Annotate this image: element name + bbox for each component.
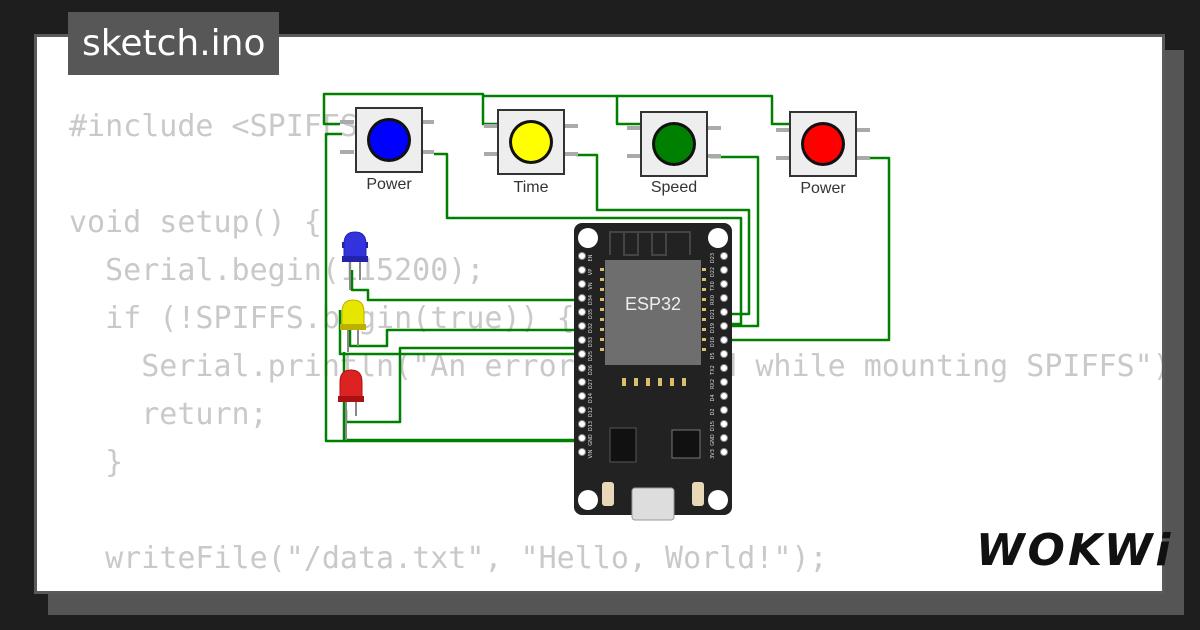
pushbutton-time-yellow[interactable]: Time: [484, 109, 578, 196]
pushbutton-speed-green[interactable]: Speed: [627, 111, 721, 196]
pin-label: D23: [710, 253, 716, 263]
code-line: }: [69, 445, 124, 480]
usb-chip: [671, 429, 701, 459]
button-label: Power: [366, 176, 412, 193]
mounting-hole: [578, 228, 598, 248]
esp32-board[interactable]: ESP32 EN: [574, 223, 732, 521]
pin-label: TX0: [710, 281, 716, 292]
pin-label: RX2: [710, 379, 716, 389]
pin-label: D4: [710, 394, 716, 401]
button-cap: [512, 123, 550, 161]
pin-label: D15: [710, 421, 716, 431]
pushbutton-power-red[interactable]: Power: [776, 111, 870, 197]
pushbutton-power-blue[interactable]: Power: [340, 107, 434, 193]
pin-label: D13: [588, 421, 594, 431]
code-line: return;: [69, 397, 268, 432]
pin-label: RX0: [710, 295, 716, 305]
led-yellow[interactable]: [340, 299, 366, 352]
pin-label: D26: [588, 365, 594, 375]
wire: [710, 155, 760, 328]
chip-label: ESP32: [625, 294, 681, 314]
wire: [350, 270, 586, 302]
pin-label: VIN: [588, 449, 594, 458]
mounting-hole: [578, 490, 598, 510]
pin-label: D35: [588, 309, 594, 319]
left-pin-labels: EN VP VN D34 D35 D32 D33 D25 D26 D27 D14…: [588, 254, 594, 458]
pin-label: D27: [588, 379, 594, 389]
pin-label: EN: [588, 254, 594, 261]
led-red[interactable]: [338, 369, 364, 440]
button-label: Speed: [651, 179, 697, 196]
reset-button: [602, 482, 614, 506]
button-cap: [804, 125, 842, 163]
mounting-hole: [708, 490, 728, 510]
pin-label: D34: [588, 295, 594, 305]
button-label: Power: [800, 180, 846, 197]
wire: [721, 156, 891, 342]
wire: [344, 346, 586, 424]
pin-label: D19: [710, 323, 716, 333]
pin-label: D18: [710, 337, 716, 347]
code-line: void setup() {: [69, 205, 322, 240]
pin-label: D14: [588, 393, 594, 403]
pin-label: D5: [710, 352, 716, 359]
boot-button: [692, 482, 704, 506]
wire: [576, 153, 751, 316]
pin-label: D33: [588, 337, 594, 347]
wire: [434, 152, 743, 326]
pin-label: D32: [588, 323, 594, 333]
code-line: String data = readFile("/data.txt");: [69, 583, 1162, 591]
pin-label: D21: [710, 309, 716, 319]
button-cap: [655, 125, 693, 163]
pin-label: D12: [588, 407, 594, 417]
file-tab[interactable]: sketch.ino: [68, 12, 280, 75]
code-line: writeFile("/data.txt", "Hello, World!");: [69, 541, 828, 576]
right-pin-labels: D23 D22 TX0 RX0 D21 D19 D18 D5 TX2 RX2 D…: [710, 253, 716, 459]
pin-label: D2: [710, 408, 716, 415]
pin-label: D25: [588, 351, 594, 361]
pin-label: D22: [710, 267, 716, 277]
code-line: Serial.begin(115200);: [69, 253, 485, 288]
wifi-module: [605, 260, 701, 365]
wokwi-logo: WOKWi: [976, 525, 1174, 576]
button-cap: [370, 121, 408, 159]
wire: [483, 94, 641, 126]
module-pads: [600, 268, 706, 386]
pin-label: GND: [588, 434, 594, 446]
pin-label: TX2: [710, 365, 716, 376]
pin-label: VP: [588, 269, 594, 275]
wire: [348, 328, 586, 348]
button-label: Time: [514, 179, 549, 196]
left-header-pins: [578, 252, 586, 456]
usb-port: [631, 487, 675, 521]
mounting-hole: [708, 228, 728, 248]
voltage-regulator: [609, 427, 637, 463]
pin-label: VN: [588, 282, 594, 289]
antenna-trace: [609, 231, 691, 256]
wire: [617, 94, 792, 126]
led-blue[interactable]: [342, 231, 368, 290]
wire: [342, 352, 586, 442]
pin-label: 3V3: [710, 449, 716, 459]
pin-label: GND: [710, 434, 716, 446]
right-header-pins: [720, 252, 728, 456]
